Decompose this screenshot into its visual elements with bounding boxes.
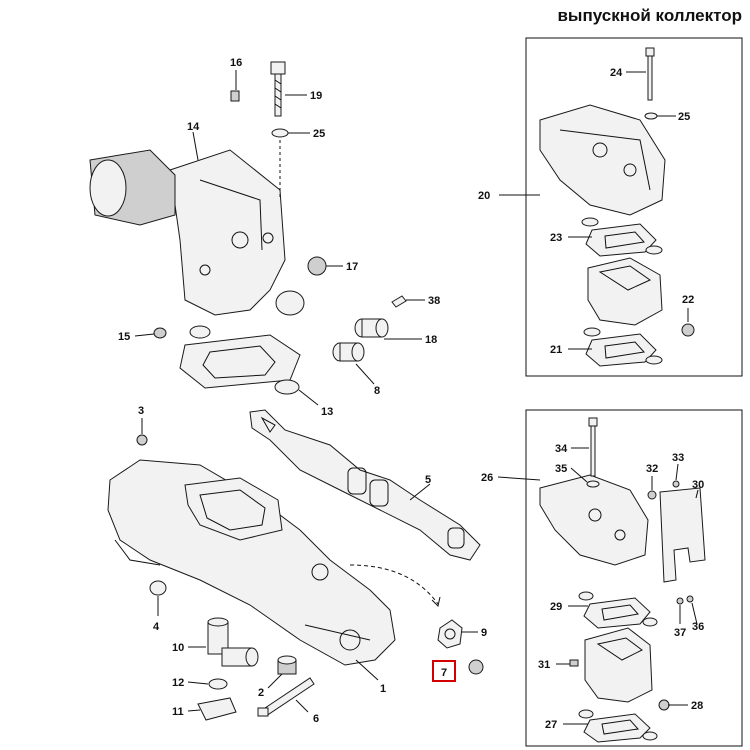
inset-box-lower bbox=[525, 409, 743, 747]
inset-box-upper bbox=[525, 37, 743, 377]
part-18-fitting bbox=[354, 318, 389, 338]
part-17-plug bbox=[307, 256, 327, 276]
part-13-oring-small bbox=[189, 325, 211, 339]
callout-31: 31 bbox=[538, 659, 550, 671]
part-13-gasket bbox=[179, 334, 301, 389]
part-38-fitting bbox=[391, 295, 407, 308]
part-16-plug bbox=[230, 90, 240, 102]
part-28-plug bbox=[658, 699, 670, 711]
part-4-plug bbox=[149, 580, 167, 596]
part-35-washer bbox=[586, 480, 600, 488]
callout-35: 35 bbox=[555, 463, 567, 475]
part-23-oring-small bbox=[581, 217, 599, 227]
part-23-gasket bbox=[585, 223, 657, 257]
callout-7: 7 bbox=[441, 667, 447, 679]
part-21-gasket bbox=[585, 333, 657, 367]
part-29-oring-large bbox=[642, 617, 658, 627]
callout-24: 24 bbox=[610, 67, 623, 79]
part-3-plug bbox=[136, 434, 148, 446]
callout-14: 14 bbox=[187, 121, 200, 133]
callout-9: 9 bbox=[481, 627, 487, 639]
callout-20: 20 bbox=[478, 190, 490, 202]
part-20-riser-assembly bbox=[539, 104, 666, 216]
callout-2: 2 bbox=[258, 687, 264, 699]
callout-38: 38 bbox=[428, 295, 440, 307]
part-6-bolt bbox=[257, 677, 315, 717]
part-21-spacer-block bbox=[587, 257, 663, 326]
highlight-box-part-7 bbox=[432, 660, 456, 682]
part-36-plug bbox=[686, 595, 694, 603]
part-31-block bbox=[584, 627, 653, 703]
part-37-plug bbox=[676, 597, 684, 605]
callout-19: 19 bbox=[310, 90, 322, 102]
callout-36: 36 bbox=[692, 621, 704, 633]
callout-34: 34 bbox=[555, 443, 568, 455]
callout-29: 29 bbox=[550, 601, 562, 613]
part-25-washer bbox=[271, 128, 289, 138]
part-26-riser-assembly bbox=[539, 474, 649, 566]
callout-37: 37 bbox=[674, 627, 686, 639]
callout-25-inset: 25 bbox=[678, 111, 690, 123]
part-13-oring-large bbox=[274, 379, 300, 395]
part-9-fitting bbox=[437, 619, 463, 649]
part-27-gasket bbox=[583, 713, 651, 743]
part-11-flange bbox=[197, 697, 237, 721]
part-1-exhaust-manifold bbox=[107, 459, 396, 666]
part-32-plug bbox=[647, 490, 657, 500]
part-21-oring-small bbox=[583, 327, 601, 337]
part-27-oring-large bbox=[642, 731, 658, 741]
callout-21: 21 bbox=[550, 344, 562, 356]
part-8-fitting bbox=[332, 342, 365, 362]
callout-25: 25 bbox=[313, 128, 325, 140]
part-5-manifold-gasket bbox=[249, 409, 481, 561]
callout-5: 5 bbox=[425, 474, 431, 486]
callout-33: 33 bbox=[672, 452, 684, 464]
part-24-bolt bbox=[645, 47, 655, 101]
part-33-screw bbox=[672, 480, 680, 488]
part-29-oring-small bbox=[578, 591, 594, 601]
callout-1: 1 bbox=[380, 683, 386, 695]
callout-17: 17 bbox=[346, 261, 358, 273]
callout-8: 8 bbox=[374, 385, 380, 397]
part-27-oring-small bbox=[578, 709, 594, 719]
leader-lines bbox=[134, 70, 699, 725]
part-2-cap bbox=[277, 655, 297, 675]
callout-6: 6 bbox=[313, 713, 319, 725]
page-title: выпускной коллектор bbox=[557, 6, 742, 25]
part-30-plate bbox=[659, 487, 706, 583]
callout-27: 27 bbox=[545, 719, 557, 731]
part-7-plug bbox=[468, 659, 484, 675]
callout-10: 10 bbox=[172, 642, 184, 654]
callout-16: 16 bbox=[230, 57, 242, 69]
callout-13: 13 bbox=[321, 406, 333, 418]
part-14-riser-elbow bbox=[89, 149, 305, 316]
callout-30: 30 bbox=[692, 479, 704, 491]
part-10-elbow-fitting bbox=[207, 617, 259, 667]
part-25-washer-inset bbox=[644, 112, 658, 120]
callout-18: 18 bbox=[425, 334, 437, 346]
part-22-plug bbox=[681, 323, 695, 337]
part-29-gasket bbox=[583, 597, 651, 629]
callout-12: 12 bbox=[172, 677, 184, 689]
detail-arrow-head bbox=[431, 596, 441, 607]
callout-15: 15 bbox=[118, 331, 130, 343]
callout-28: 28 bbox=[691, 700, 703, 712]
callout-11: 11 bbox=[172, 706, 184, 718]
callout-4: 4 bbox=[153, 621, 160, 633]
callout-23: 23 bbox=[550, 232, 562, 244]
part-34-bolt bbox=[588, 417, 598, 477]
callout-32: 32 bbox=[646, 463, 658, 475]
part-15-plug bbox=[153, 327, 167, 339]
callout-22: 22 bbox=[682, 294, 694, 306]
callout-3: 3 bbox=[138, 405, 144, 417]
part-12-oring bbox=[208, 678, 228, 690]
part-21-oring-large bbox=[645, 355, 663, 365]
part-19-bolt bbox=[270, 61, 286, 117]
part-31-screw bbox=[569, 659, 579, 667]
callout-26: 26 bbox=[481, 472, 493, 484]
part-23-oring-large bbox=[645, 245, 663, 255]
